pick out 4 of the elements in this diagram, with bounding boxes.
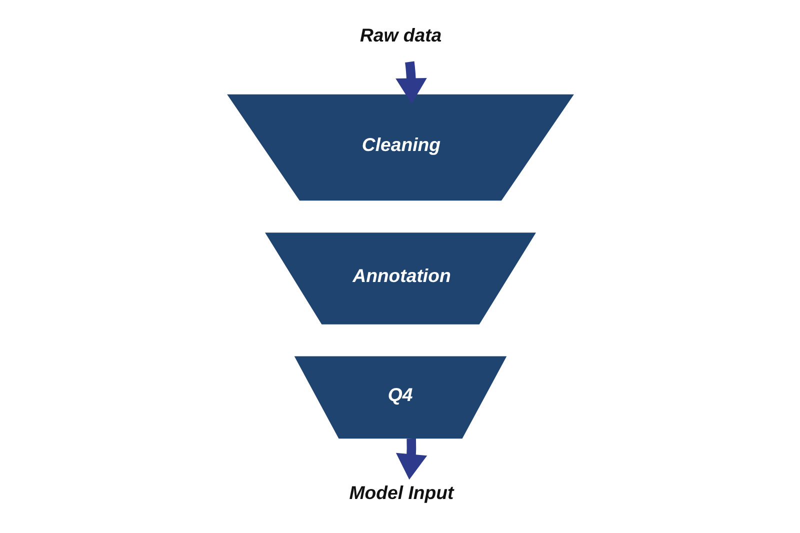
node-text: Model Input — [348, 482, 454, 503]
arrow — [395, 438, 427, 480]
node-text: Raw data — [359, 24, 442, 46]
arrow — [395, 61, 426, 104]
